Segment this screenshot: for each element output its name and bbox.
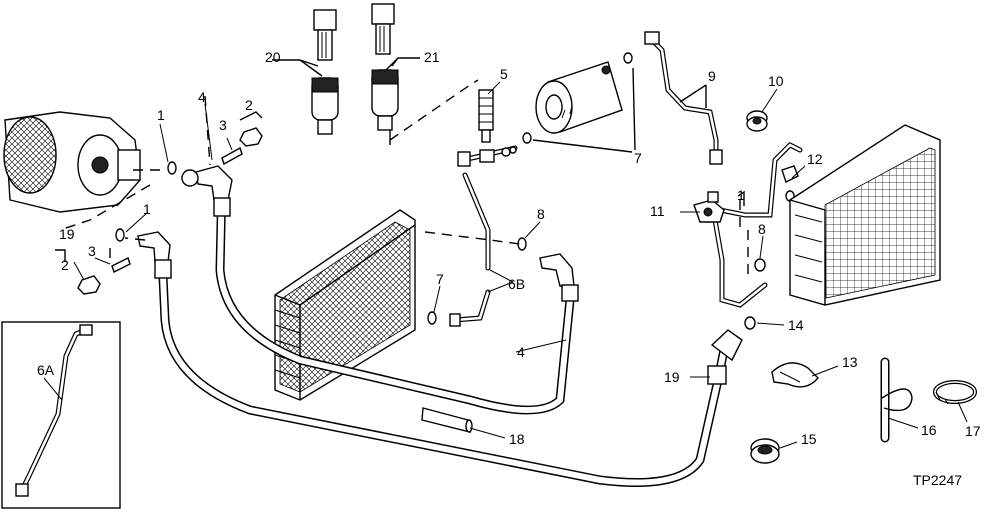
condenser-core xyxy=(789,124,941,306)
callout-18-tube: 18 xyxy=(509,431,525,447)
leader-lines xyxy=(43,81,968,449)
hose-19 xyxy=(157,250,730,487)
callout-4-upper-hose: 4 xyxy=(198,89,206,105)
hose-4-upper xyxy=(215,175,575,415)
grommet-10 xyxy=(746,110,768,132)
callout-20-switch: 20 xyxy=(265,49,281,65)
fittings xyxy=(137,165,743,385)
callout-5-valve: 5 xyxy=(500,66,508,82)
callout-1-compressor-oring: 1 xyxy=(157,107,165,123)
line-9 xyxy=(644,31,723,165)
expansion-valve xyxy=(478,89,494,143)
pressure-switch-21 xyxy=(371,3,399,131)
callout-1-lower-oring: 1 xyxy=(143,201,151,217)
inset-6a xyxy=(1,321,121,509)
callout-3-lower-bolt: 3 xyxy=(88,243,96,259)
callout-21-switch: 21 xyxy=(424,49,440,65)
pressure-switch-20 xyxy=(311,9,339,135)
callout-7-oring: 7 xyxy=(436,271,444,287)
callout-9-line: 9 xyxy=(708,68,716,84)
callout-19-left-hose: 19 xyxy=(59,226,75,242)
valve-assembly-11 xyxy=(693,141,803,308)
clamp-13 xyxy=(771,362,819,388)
callout-19-right-hose: 19 xyxy=(664,369,680,385)
receiver-dryer xyxy=(535,61,623,134)
callout-6a-line: 6A xyxy=(37,362,55,378)
callout-14-oring: 14 xyxy=(788,317,804,333)
tube-18 xyxy=(421,407,473,433)
compressor xyxy=(3,111,141,213)
callout-7-dryer: 7 xyxy=(634,150,642,166)
callout-8-right-oring: 8 xyxy=(758,221,766,237)
callout-8-center-oring: 8 xyxy=(537,206,545,222)
clamp-17 xyxy=(933,380,977,405)
callout-15-grommet: 15 xyxy=(801,431,817,447)
callout-11-valve-assembly: 11 xyxy=(650,203,665,219)
figure-id: TP2247 xyxy=(913,472,962,488)
grommet-15 xyxy=(750,438,780,464)
line-6b xyxy=(449,145,518,327)
callout-12-oring: 12 xyxy=(807,151,823,167)
callout-16-drain-hose: 16 xyxy=(921,422,937,438)
drain-hose-16 xyxy=(880,357,913,443)
callout-10-grommet: 10 xyxy=(768,73,784,89)
callout-2-upper-nut: 2 xyxy=(245,97,253,113)
callout-1-valve-oring: 1 xyxy=(737,187,745,203)
callout-6b-line: 6B xyxy=(508,276,525,292)
callout-13-clamp: 13 xyxy=(842,354,858,370)
callout-3-upper-bolt: 3 xyxy=(219,117,227,133)
callout-2-lower-nut: 2 xyxy=(61,257,69,273)
evaporator-core xyxy=(274,209,416,401)
callout-4-lower-hose: 4 xyxy=(517,344,525,360)
callout-17-clamp: 17 xyxy=(965,423,981,439)
small-parts xyxy=(77,127,795,330)
